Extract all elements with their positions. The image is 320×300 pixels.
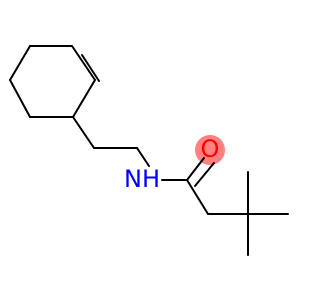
ring-bond-2-double	[81, 54, 100, 82]
molecule-canvas: NH O	[9, 45, 289, 256]
ring-bond-2	[71, 45, 96, 81]
chain-bond-1	[72, 116, 95, 149]
carbonyl-bond	[186, 157, 205, 181]
carbonyl-double-bond	[194, 162, 215, 187]
ring-bond-3	[72, 79, 96, 118]
oxygen-label: O	[201, 135, 220, 163]
oxygen-highlight	[195, 135, 225, 165]
ring-bond-6	[9, 45, 31, 81]
ring-bond-5	[9, 79, 31, 118]
alkyl-bond-1	[186, 179, 209, 215]
chain-bond-3	[136, 147, 150, 167]
nitrogen-label: NH	[124, 165, 160, 193]
molecule-structure: NH O	[9, 45, 289, 256]
